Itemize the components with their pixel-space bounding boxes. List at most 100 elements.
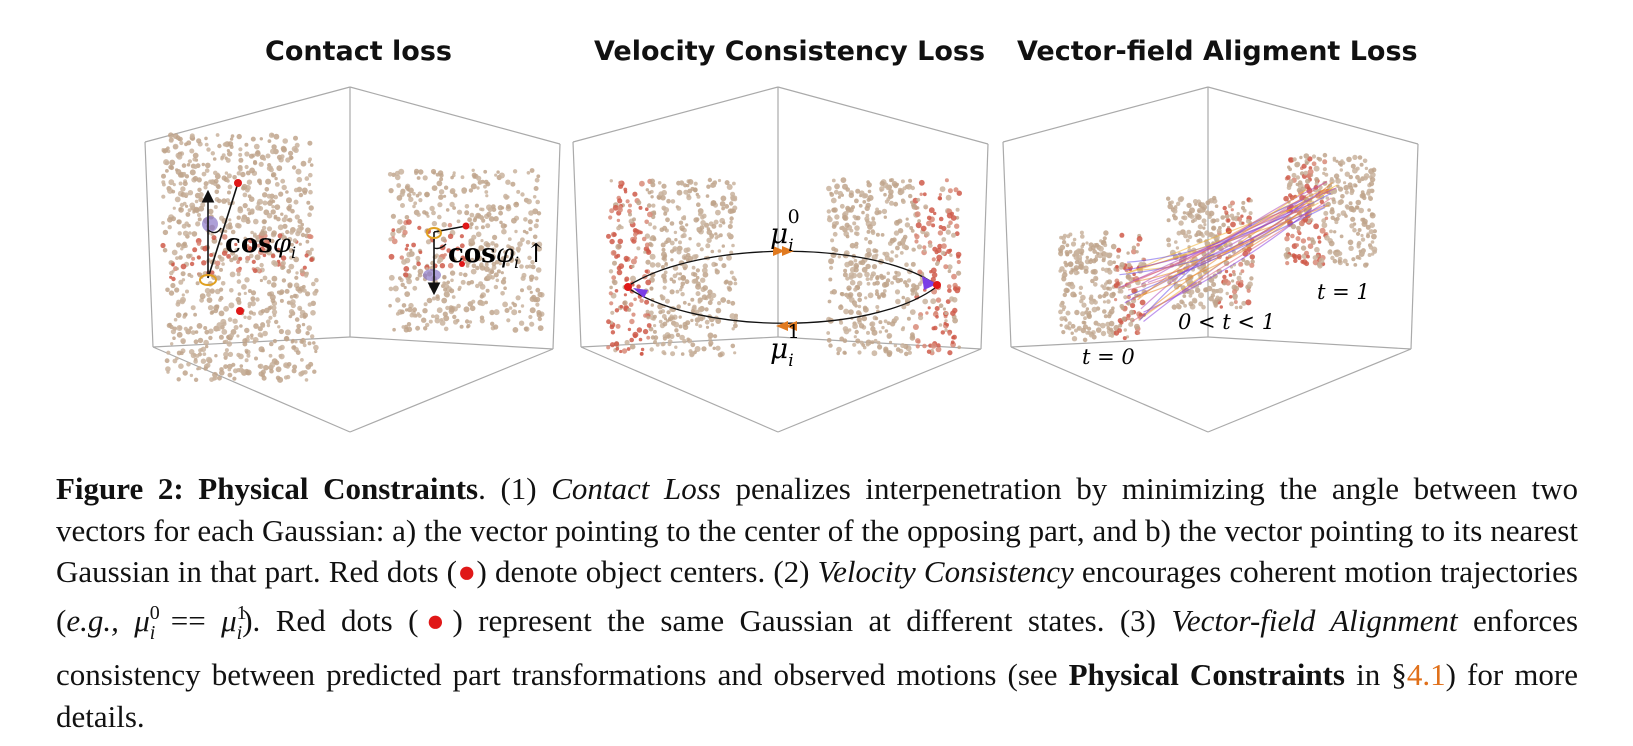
gaussian-point — [203, 366, 208, 371]
cos-phi-label-1: cosφi — [225, 229, 296, 262]
gaussian-point — [705, 194, 710, 198]
gaussian-point — [674, 328, 679, 333]
gaussian-point — [730, 194, 736, 201]
gaussian-point — [631, 312, 636, 317]
gaussian-point — [1285, 261, 1290, 266]
gaussian-point — [686, 337, 690, 342]
gaussian-point — [883, 346, 889, 352]
gaussian-point — [621, 348, 628, 354]
gaussian-point — [717, 249, 722, 253]
gaussian-point — [308, 205, 314, 211]
gaussian-point — [493, 324, 499, 330]
gaussian-point — [616, 218, 621, 223]
gaussian-point — [186, 253, 192, 259]
gaussian-point — [388, 253, 395, 260]
gaussian-point — [855, 338, 861, 344]
gaussian-point — [652, 210, 657, 215]
gaussian-point — [471, 299, 476, 304]
gaussian-point — [653, 324, 657, 328]
gaussian-point — [241, 183, 248, 190]
gaussian-point — [231, 362, 236, 367]
gaussian-point — [1324, 216, 1329, 221]
gaussian-point — [1370, 172, 1376, 178]
gaussian-point — [191, 231, 198, 237]
gaussian-point — [1088, 333, 1094, 338]
gaussian-point — [202, 352, 207, 356]
gaussian-point — [535, 287, 541, 293]
gaussian-point — [856, 310, 862, 316]
gaussian-point — [650, 303, 654, 307]
gaussian-point — [219, 370, 225, 376]
gaussian-point — [493, 284, 499, 290]
gaussian-point — [649, 262, 656, 268]
gaussian-point — [198, 196, 204, 203]
gaussian-point — [170, 329, 176, 335]
gaussian-point — [268, 315, 273, 320]
gaussian-point — [207, 208, 214, 215]
gaussian-point — [626, 347, 631, 351]
gaussian-point — [437, 202, 443, 208]
gaussian-point — [910, 287, 916, 293]
gaussian-point — [842, 183, 848, 190]
gaussian-point — [1093, 300, 1098, 305]
gaussian-point — [1185, 238, 1190, 243]
gaussian-point — [948, 220, 953, 225]
gaussian-point — [275, 366, 282, 373]
gaussian-point — [439, 177, 444, 182]
gaussian-point — [182, 201, 187, 206]
gaussian-point — [1211, 226, 1216, 231]
gaussian-point — [646, 335, 651, 340]
gaussian-point — [1286, 184, 1291, 188]
gaussian-point — [438, 189, 445, 195]
gaussian-point — [610, 250, 617, 256]
gaussian-point — [710, 323, 715, 327]
gaussian-point — [669, 333, 675, 339]
figure-panels: cosφi cosφi↑ μi0 μi1 t = 0 0 < t < 1 — [144, 86, 1419, 433]
section-ref-link[interactable]: 4.1 — [1406, 657, 1446, 692]
gaussian-point — [633, 236, 638, 241]
gaussian-point — [1333, 230, 1337, 234]
gaussian-point — [523, 217, 528, 222]
gaussian-point — [245, 255, 251, 262]
gaussian-point — [674, 238, 678, 242]
gaussian-point — [1091, 306, 1098, 313]
gaussian-point — [870, 220, 877, 227]
gaussian-point — [881, 282, 888, 288]
gaussian-point — [702, 285, 708, 291]
gaussian-point — [474, 225, 479, 230]
gaussian-point — [719, 201, 726, 207]
gaussian-point — [215, 260, 221, 266]
gaussian-point — [431, 185, 438, 192]
gaussian-point — [1108, 252, 1113, 257]
gaussian-point — [664, 240, 668, 245]
gaussian-point — [530, 260, 535, 265]
gaussian-point — [170, 342, 174, 346]
gaussian-point — [617, 205, 623, 211]
gaussian-point — [307, 159, 311, 164]
gaussian-cloud — [387, 168, 545, 333]
gaussian-point — [934, 310, 938, 315]
caption-eg: e.g., — [66, 602, 119, 638]
gaussian-point — [710, 292, 717, 299]
gaussian-point — [274, 176, 278, 181]
gaussian-point — [846, 285, 852, 291]
gaussian-point — [688, 237, 692, 241]
gaussian-point — [1343, 181, 1347, 185]
mu-i-0-label: μi0 — [770, 206, 800, 256]
gaussian-point — [919, 192, 923, 196]
gaussian-point — [267, 200, 273, 207]
gaussian-point — [445, 208, 450, 212]
gaussian-point — [470, 183, 477, 190]
gaussian-point — [1228, 295, 1233, 299]
gaussian-point — [310, 247, 314, 252]
gaussian-point — [954, 223, 960, 229]
gaussian-point — [945, 299, 951, 304]
caption-vector-term: Vector-field Alignment — [1171, 602, 1458, 638]
gaussian-point — [917, 269, 923, 275]
gaussian-point — [270, 209, 276, 215]
gaussian-point — [669, 289, 675, 295]
gaussian-point — [704, 307, 709, 312]
gaussian-point — [270, 238, 275, 244]
gaussian-point — [898, 278, 904, 283]
gaussian-point — [1285, 232, 1290, 237]
